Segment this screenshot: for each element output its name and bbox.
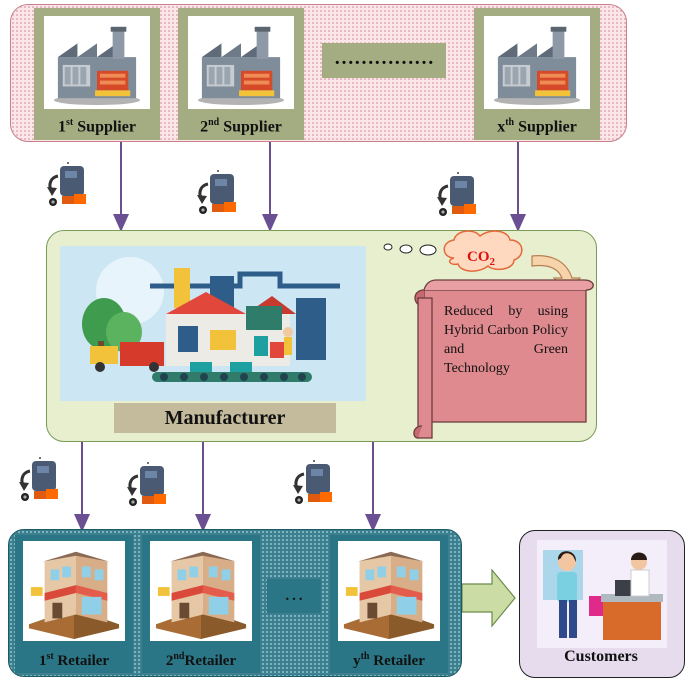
retailer-label: 2ndRetailer — [165, 651, 237, 669]
factory-icon — [484, 16, 590, 109]
truck-icon — [291, 458, 334, 506]
shop-icon — [150, 541, 252, 641]
retailer-card-1: 1st Retailer — [15, 535, 133, 673]
truck-icon — [17, 455, 60, 503]
supplier-label: 1st Supplier — [58, 116, 136, 135]
co2-label: CO2 — [467, 249, 495, 268]
arrow-retailers-customers — [461, 568, 516, 628]
retailer-ellipsis: … — [267, 579, 321, 613]
supplier-ellipsis: …………… — [322, 43, 446, 78]
truck-icon — [195, 168, 238, 216]
retailer-label: 1st Retailer — [38, 651, 110, 669]
shop-icon — [338, 541, 440, 641]
retailer-label: yth Retailer — [353, 651, 425, 669]
truck-icon — [125, 460, 168, 508]
customers-label: Customers — [564, 648, 638, 665]
manufacturer-label: Manufacturer — [114, 403, 336, 433]
factory-icon — [44, 16, 150, 109]
supplier-card-x: xth Supplier — [474, 8, 600, 140]
shop-icon — [23, 541, 125, 641]
supplier-card-1: 1st Supplier — [34, 8, 160, 140]
factory-icon — [188, 16, 294, 109]
retailer-card-2: 2ndRetailer — [142, 535, 260, 673]
manufacturing-plant-illustration — [60, 246, 366, 401]
reduction-note-text: Reduced by using Hybrid Carbon Policy an… — [444, 304, 568, 376]
reduction-note-scroll — [413, 279, 594, 439]
customers-shopping-illustration — [537, 540, 667, 648]
supplier-label: 2nd Supplier — [200, 116, 282, 135]
retailer-card-y: yth Retailer — [330, 535, 448, 673]
truck-icon — [435, 170, 478, 218]
supplier-label: xth Supplier — [497, 116, 577, 135]
supplier-card-2: 2nd Supplier — [178, 8, 304, 140]
truck-icon — [45, 160, 88, 208]
